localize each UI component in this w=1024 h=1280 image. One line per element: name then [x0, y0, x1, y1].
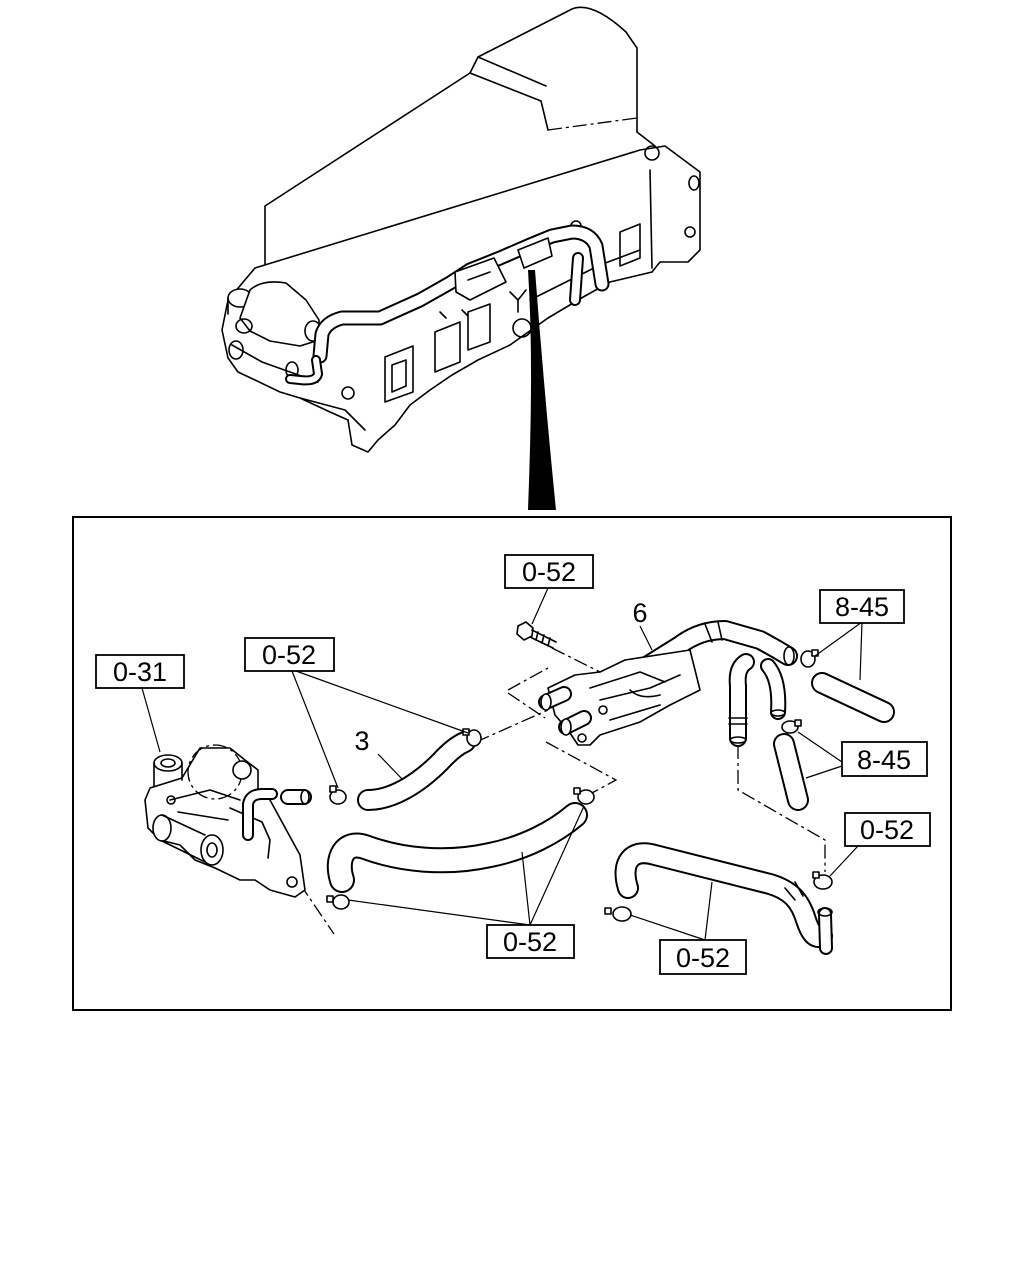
callout-0-31: 0-31 [95, 654, 185, 689]
hose-8-45-lower [773, 733, 809, 811]
port-2 [434, 321, 461, 373]
clamp-icon [329, 785, 347, 805]
port-3 [467, 303, 491, 351]
hose-lower-long [326, 802, 588, 893]
clamp-icon [326, 894, 350, 910]
bolt [516, 621, 557, 649]
hose-3 [357, 731, 476, 811]
item-number-pipe: 6 [632, 598, 647, 628]
clamp-icon [800, 649, 819, 668]
callout-label: 0-52 [676, 943, 730, 973]
callout-label: 0-52 [503, 927, 557, 957]
callout-label: 8-45 [835, 592, 889, 622]
callout-label: 0-52 [522, 557, 576, 587]
callout-0-52-bottom: 0-52 [486, 924, 575, 959]
port-1 [384, 345, 414, 403]
callout-8-45-upper: 8-45 [819, 589, 905, 624]
hose-8-45-upper [811, 672, 895, 723]
clamp-icon [812, 871, 833, 890]
thermostat-housing [144, 744, 312, 898]
callout-8-45-lower: 8-45 [841, 741, 928, 777]
callout-0-52-left: 0-52 [244, 637, 335, 672]
callout-label: 0-52 [860, 815, 914, 845]
clamp-icon [781, 719, 802, 734]
engine-water-pipe [285, 224, 610, 386]
detail-frame [72, 516, 952, 1011]
port-4 [619, 223, 641, 267]
detail-pointer [528, 270, 556, 510]
engine-head-assembly [221, 6, 701, 453]
cylinder-head-cover [264, 6, 656, 265]
item-number-hose: 3 [354, 726, 369, 756]
callout-0-52-bottom-right: 0-52 [659, 939, 747, 975]
clamp-icon [604, 906, 632, 922]
callout-0-52-top: 0-52 [504, 554, 594, 589]
callout-label: 0-31 [113, 657, 167, 687]
clamp-icon [573, 787, 595, 805]
leader-lines [141, 587, 863, 941]
pipe-6 [538, 620, 798, 747]
callout-label: 0-52 [262, 640, 316, 670]
hose-lower-right [614, 842, 833, 955]
engine-thermostat-housing [227, 281, 322, 383]
callout-label: 8-45 [857, 745, 911, 775]
callout-0-52-right: 0-52 [844, 812, 931, 847]
